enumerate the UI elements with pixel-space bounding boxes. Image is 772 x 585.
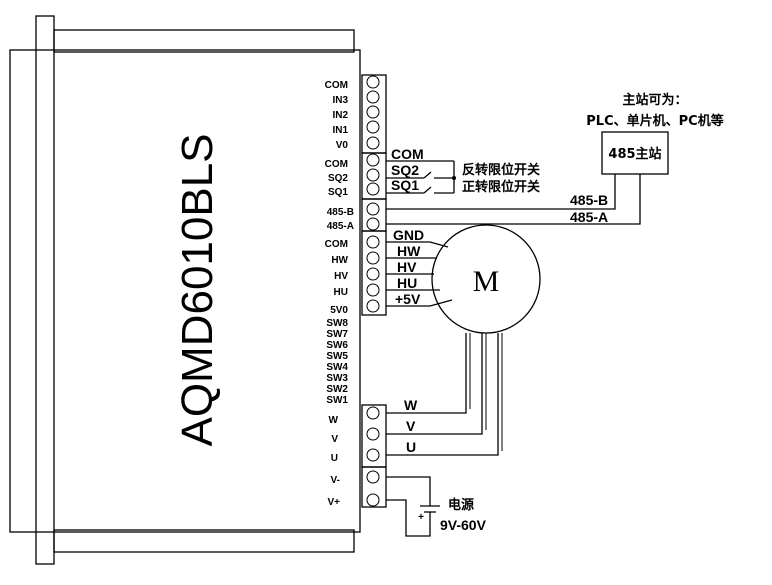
pin-label: 485-B xyxy=(327,207,354,218)
wire-485b-label: 485-B xyxy=(570,192,608,208)
terminal-screw xyxy=(366,493,380,507)
hall-label-hv: HV xyxy=(397,259,417,275)
power-supply: + 电源 9V-60V xyxy=(386,476,487,537)
pin-label: SW4 xyxy=(326,362,348,373)
hall-label-hw: HW xyxy=(397,243,421,259)
pin-label: SQ1 xyxy=(328,187,348,198)
terminal-screw xyxy=(366,283,380,297)
pin-label: U xyxy=(331,453,338,464)
driver-housing: AQMD6010BLS xyxy=(9,15,361,565)
pin-label: V xyxy=(331,434,338,445)
power-pin-labels: W V U V- V+ xyxy=(327,415,340,508)
phase-label-w: W xyxy=(404,397,418,413)
pin-label: COM xyxy=(325,159,348,170)
terminal-screw xyxy=(366,299,380,313)
pin-label: 5V0 xyxy=(330,305,348,316)
pin-label: W xyxy=(329,415,339,426)
host-box-label: 485主站 xyxy=(608,146,661,162)
pin-label: SW3 xyxy=(326,373,348,384)
host-title-line1: 主站可为： xyxy=(622,92,687,108)
power-label: 电源 xyxy=(448,497,474,513)
terminal-screw xyxy=(366,105,380,119)
pin-label: IN2 xyxy=(332,110,348,121)
wire-485a-label: 485-A xyxy=(570,209,608,225)
terminal-screw xyxy=(366,406,380,420)
sq2-wire-label: SQ2 xyxy=(391,162,419,178)
hall-label-hu: HU xyxy=(397,275,417,291)
pin-label: IN3 xyxy=(332,95,348,106)
pin-label: HW xyxy=(331,255,348,266)
host-title-line2: PLC、单片机、PC机等 xyxy=(586,113,723,129)
terminal-blocks xyxy=(361,74,387,508)
pin-label: IN1 xyxy=(332,125,348,136)
hall-label-5v: +5V xyxy=(395,291,421,307)
host-box xyxy=(601,131,669,175)
pin-label: SW2 xyxy=(326,384,348,395)
sq1-wire-label: SQ1 xyxy=(391,177,419,193)
terminal-screw xyxy=(366,470,380,484)
phase-label-u: U xyxy=(406,439,416,455)
terminal-screw xyxy=(366,136,380,150)
pin-label: V- xyxy=(331,475,340,486)
motor: M xyxy=(431,224,541,334)
driver-model-label: AQMD6010BLS xyxy=(173,133,222,446)
pin-label: COM xyxy=(325,239,348,250)
power-plus-sign: + xyxy=(418,512,424,523)
terminal-screw xyxy=(366,217,380,231)
motor-label: M xyxy=(473,265,500,298)
pin-label: HV xyxy=(334,271,348,282)
forward-limit-switch-label: 正转限位开关 xyxy=(462,179,540,195)
terminal-screw xyxy=(366,267,380,281)
terminal-screw xyxy=(366,427,380,441)
terminal-screw xyxy=(366,182,380,196)
limit-switch-wiring: COM SQ2 SQ1 反转限位开关 正转限位开关 xyxy=(386,146,540,195)
hall-wiring: GND HW HV HU +5V xyxy=(386,227,453,307)
pin-label: 485-A xyxy=(327,221,354,232)
terminal-screw xyxy=(366,90,380,104)
pin-label: V+ xyxy=(327,497,340,508)
phase-label-v: V xyxy=(406,418,416,434)
terminal-screw xyxy=(366,168,380,182)
terminal-screw xyxy=(366,251,380,265)
pin-label: SW5 xyxy=(326,351,348,362)
reverse-limit-switch-label: 反转限位开关 xyxy=(462,162,540,178)
pin-label: HU xyxy=(334,287,348,298)
pin-label: SW8 xyxy=(326,318,348,329)
terminal-screw xyxy=(366,202,380,216)
terminal-screw xyxy=(366,75,380,89)
pin-label: SW7 xyxy=(326,329,348,340)
pin-label: SW1 xyxy=(326,395,348,406)
pin-label: SW6 xyxy=(326,340,348,351)
terminal-screw xyxy=(366,235,380,249)
terminal-screw xyxy=(366,448,380,462)
phase-wiring: W V U xyxy=(386,333,503,456)
pin-label: SQ2 xyxy=(328,173,348,184)
hall-label-gnd: GND xyxy=(393,227,424,243)
signal-pin-labels: COM IN3 IN2 IN1 V0 COM SQ2 SQ1 485-B 485… xyxy=(325,80,354,406)
rs485-host: 主站可为： PLC、单片机、PC机等 485主站 485-B 485-A xyxy=(386,92,724,225)
terminal-screw xyxy=(366,153,380,167)
power-range-label: 9V-60V xyxy=(440,517,487,533)
pin-label: V0 xyxy=(336,140,349,151)
pin-label: COM xyxy=(325,80,348,91)
terminal-screw xyxy=(366,120,380,134)
com-wire-label: COM xyxy=(391,146,424,162)
